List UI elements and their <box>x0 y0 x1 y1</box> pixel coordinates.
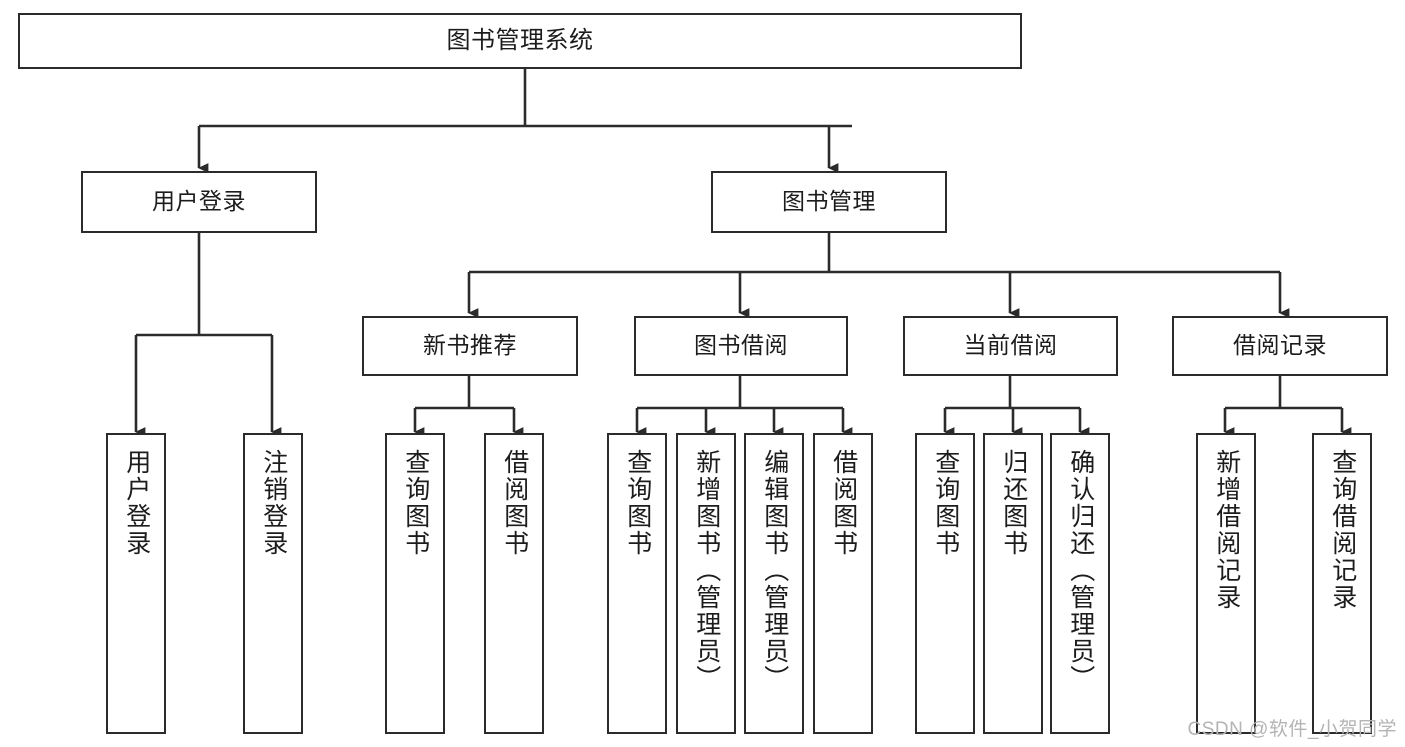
node-leaf-add-borrow-record[interactable]: 新增借阅记录 <box>1196 433 1256 734</box>
node-label: 归还图书 <box>999 449 1028 557</box>
node-leaf-query-borrow-record[interactable]: 查询借阅记录 <box>1312 433 1372 734</box>
node-book-management[interactable]: 图书管理 <box>711 171 947 233</box>
node-leaf-query-book-recommend[interactable]: 查询图书 <box>385 433 445 734</box>
node-label: 图书管理系统 <box>446 26 594 54</box>
node-book-borrow[interactable]: 图书借阅 <box>634 316 848 376</box>
node-leaf-return-book[interactable]: 归还图书 <box>983 433 1043 734</box>
node-label: 当前借阅 <box>963 332 1058 359</box>
node-label: 查询图书 <box>931 449 960 557</box>
node-label: 查询借阅记录 <box>1328 449 1357 611</box>
node-label: 确认归还（管理员） <box>1066 449 1095 692</box>
node-label: 借阅图书 <box>829 449 858 557</box>
node-current-borrow[interactable]: 当前借阅 <box>903 316 1118 376</box>
node-label: 图书借阅 <box>694 332 788 359</box>
node-leaf-query-book-current[interactable]: 查询图书 <box>915 433 975 734</box>
node-label: 新书推荐 <box>423 332 517 359</box>
node-label: 编辑图书（管理员） <box>760 449 789 692</box>
node-leaf-borrow-book-recommend[interactable]: 借阅图书 <box>484 433 544 734</box>
node-borrow-record[interactable]: 借阅记录 <box>1172 316 1388 376</box>
node-label: 借阅记录 <box>1233 332 1327 359</box>
node-leaf-query-book-borrow[interactable]: 查询图书 <box>607 433 667 734</box>
node-leaf-borrow-book[interactable]: 借阅图书 <box>813 433 873 734</box>
node-root-book-management-system[interactable]: 图书管理系统 <box>18 13 1022 69</box>
node-new-book-recommend[interactable]: 新书推荐 <box>362 316 578 376</box>
node-label: 查询图书 <box>401 449 430 557</box>
node-label: 图书管理 <box>782 188 876 215</box>
node-leaf-edit-book-admin[interactable]: 编辑图书（管理员） <box>744 433 804 734</box>
node-leaf-add-book-admin[interactable]: 新增图书（管理员） <box>676 433 736 734</box>
node-leaf-confirm-return-admin[interactable]: 确认归还（管理员） <box>1050 433 1110 734</box>
csdn-watermark: CSDN @软件_小贺同学 <box>1187 719 1397 740</box>
node-label: 用户登录 <box>122 449 151 557</box>
node-label: 新增借阅记录 <box>1212 449 1241 611</box>
node-user-login[interactable]: 用户登录 <box>81 171 317 233</box>
node-leaf-user-login[interactable]: 用户登录 <box>106 433 166 734</box>
node-label: 借阅图书 <box>500 449 529 557</box>
node-label: 新增图书（管理员） <box>692 449 721 692</box>
node-label: 用户登录 <box>152 188 246 215</box>
node-label: 注销登录 <box>259 449 288 557</box>
node-label: 查询图书 <box>623 449 652 557</box>
node-leaf-logout[interactable]: 注销登录 <box>243 433 303 734</box>
